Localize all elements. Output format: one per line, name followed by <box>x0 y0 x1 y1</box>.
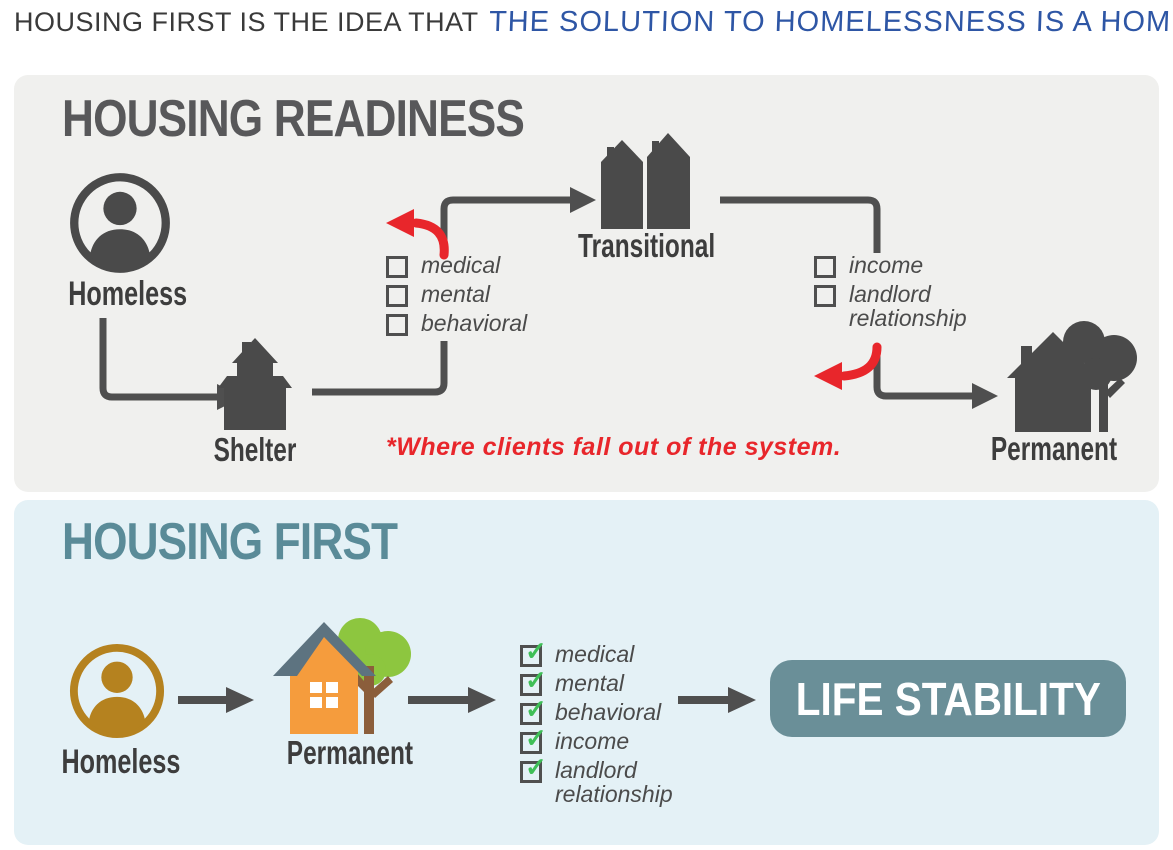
node-label-permanent: Permanent <box>286 734 414 771</box>
checklist-item-label: mental <box>421 281 491 307</box>
checklist-completed: ✓ medical ✓ mental ✓ behavioral ✓ income… <box>520 638 710 810</box>
checkbox-unchecked-icon <box>814 256 836 278</box>
checklist-item-label: behavioral <box>555 699 662 725</box>
headline: HOUSING FIRST IS THE IDEA THAT THE SOLUT… <box>14 6 1173 39</box>
checklist-item: landlord relationship <box>814 282 1034 330</box>
arrowhead-to-transitional <box>570 187 596 213</box>
shelter-house-icon <box>214 338 296 430</box>
checklist-item: ✓ behavioral <box>520 696 710 725</box>
life-stability-label: LIFE STABILITY <box>795 672 1101 725</box>
permanent-home-color-icon <box>272 616 420 734</box>
life-stability-badge: LIFE STABILITY <box>770 660 1126 737</box>
checklist-item-label: medical <box>555 641 635 667</box>
housing-first-title: HOUSING FIRST <box>62 513 398 571</box>
checklist-item-label: income <box>555 728 630 754</box>
red-arrowhead-left <box>386 209 414 237</box>
checklist-item: ✓ medical <box>520 638 710 667</box>
checklist-item-label: mental <box>555 670 625 696</box>
checklist-barriers-shelter: medical mental behavioral <box>386 253 542 341</box>
checklist-item: behavioral <box>386 311 542 336</box>
red-arrowhead-left <box>814 362 842 390</box>
red-fallout-arrow-shelter <box>411 218 449 260</box>
arrowhead <box>728 687 756 713</box>
node-label-homeless: Homeless <box>61 743 181 781</box>
checkmark-icon: ✓ <box>525 636 547 666</box>
house <box>273 622 376 734</box>
checkbox-unchecked-icon <box>386 285 408 307</box>
checklist-item-label: income <box>849 252 924 278</box>
node-label-shelter: Shelter <box>213 431 297 468</box>
checklist-item: ✓ income <box>520 725 710 754</box>
red-fallout-arrow-transitional <box>839 342 882 381</box>
arrowhead <box>226 687 254 713</box>
arrow-homeless-to-shelter <box>99 318 217 401</box>
housing-readiness-title: HOUSING READINESS <box>62 90 525 148</box>
checkbox-checked-icon: ✓ <box>520 725 547 754</box>
node-label-permanent: Permanent <box>990 430 1118 467</box>
checkmark-icon: ✓ <box>525 752 547 782</box>
person-icon <box>68 642 166 740</box>
checklist-item: ✓ landlord relationship <box>520 754 710 807</box>
checkbox-unchecked-icon <box>814 285 836 307</box>
checklist-item: medical <box>386 253 542 278</box>
headline-highlight: THE SOLUTION TO HOMELESSNESS IS A HOME <box>488 6 1173 38</box>
arrowhead <box>468 687 496 713</box>
checklist-item-label: medical <box>421 252 501 278</box>
checklist-item: ✓ mental <box>520 667 710 696</box>
person-icon <box>68 171 172 275</box>
checklist-item-label: landlord relationship <box>555 757 673 807</box>
permanent-house-tree-icon <box>999 320 1141 432</box>
checklist-item-label: landlord relationship <box>849 281 967 331</box>
checklist-item: mental <box>386 282 542 307</box>
checkbox-unchecked-icon <box>386 256 408 278</box>
checkmark-icon: ✓ <box>525 694 547 724</box>
node-label-transitional: Transitional <box>578 227 716 264</box>
checkbox-unchecked-icon <box>386 314 408 336</box>
checkbox-checked-icon: ✓ <box>520 667 547 696</box>
checkbox-checked-icon: ✓ <box>520 696 547 725</box>
housing-first-panel: HOUSING FIRST Homeless <box>14 500 1159 845</box>
housing-readiness-panel: HOUSING READINESS Homeless <box>14 75 1159 492</box>
checklist-barriers-transitional: income landlord relationship <box>814 253 1034 348</box>
headline-plain: HOUSING FIRST IS THE IDEA THAT <box>14 7 479 37</box>
node-label-homeless: Homeless <box>68 275 188 313</box>
checkbox-checked-icon: ✓ <box>520 638 547 667</box>
checklist-item: income <box>814 253 1034 278</box>
checkmark-icon: ✓ <box>525 723 547 753</box>
arrowhead-to-permanent <box>972 383 998 409</box>
fallout-footnote: *Where clients fall out of the system. <box>386 433 842 461</box>
checklist-item-label: behavioral <box>421 310 528 336</box>
checkbox-checked-icon: ✓ <box>520 754 547 783</box>
transitional-houses-icon <box>600 133 692 229</box>
checkmark-icon: ✓ <box>525 665 547 695</box>
